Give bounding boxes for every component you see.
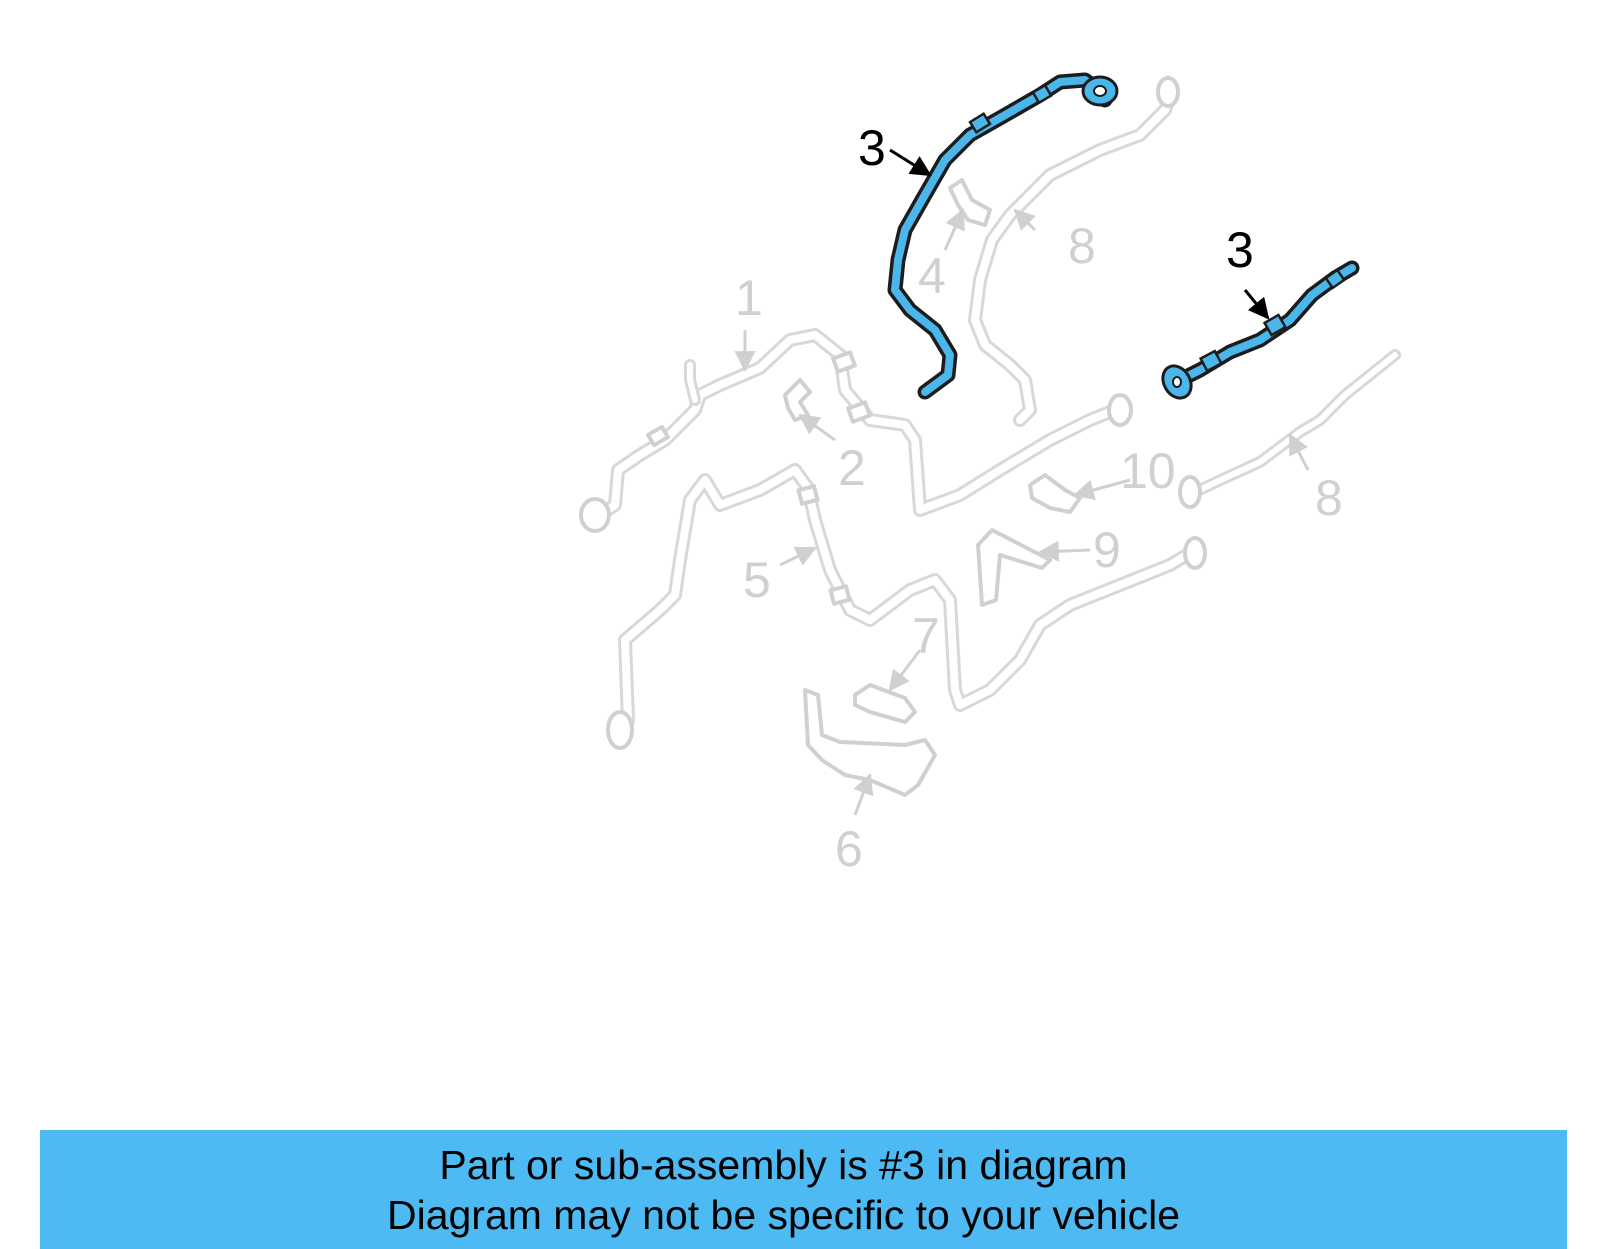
callout-7: 7 [912,608,940,664]
callout-4: 4 [918,248,946,304]
callout-3-right: 3 [1226,222,1254,278]
callout-6: 6 [835,821,863,877]
bracket-9 [976,528,1052,607]
line-5 [606,463,1207,750]
line-8-upper [968,76,1180,427]
part-3-hose-right[interactable] [1157,260,1360,403]
callout-10: 10 [1120,443,1176,499]
callout-9: 9 [1093,522,1121,578]
clamp-2 [783,378,812,422]
callout-3-upper: 3 [858,120,886,176]
callout-5: 5 [743,552,771,608]
part-3-hose-upper[interactable] [887,72,1119,400]
callout-8-upper: 8 [1068,218,1096,274]
callout-8-lower: 8 [1315,470,1343,526]
block-7 [853,683,917,724]
callout-1: 1 [735,270,763,326]
banner-line-1: Part or sub-assembly is #3 in diagram [439,1141,1128,1188]
clip-10 [1028,473,1082,514]
info-banner: Part or sub-assembly is #3 in diagram Di… [40,1130,1567,1249]
line-8-lower [1178,349,1401,509]
banner-line-2: Diagram may not be specific to your vehi… [386,1191,1180,1238]
callout-2: 2 [838,440,866,496]
bracket-6 [803,688,937,797]
line-1 [579,328,1133,533]
bracket-4 [948,178,992,227]
